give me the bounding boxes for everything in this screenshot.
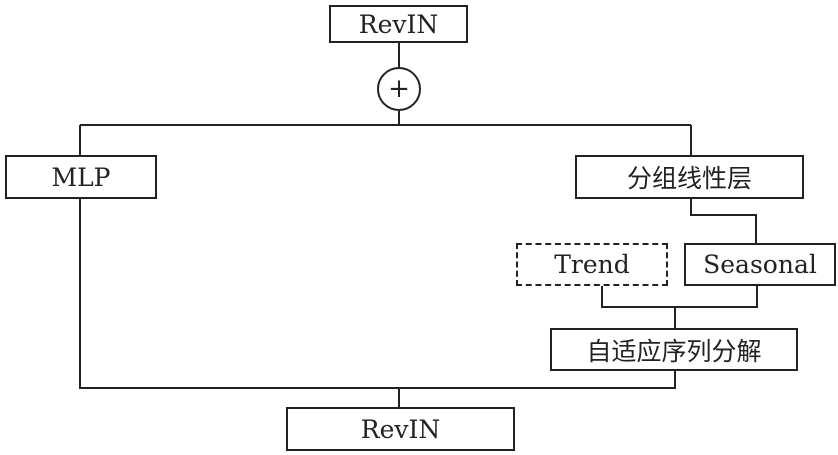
- seasonal-box: Seasonal: [684, 243, 836, 286]
- trend-box: Trend: [516, 243, 668, 286]
- edge-decomp-mlp-merge: [79, 198, 676, 407]
- revin-bottom-box: RevIN: [286, 407, 515, 451]
- edge-grouped-seasonal: [690, 198, 757, 243]
- grouped-linear-box: 分组线性层: [575, 155, 804, 199]
- revin-top-box: RevIN: [329, 5, 468, 43]
- add-icon: +: [377, 67, 421, 111]
- adaptive-decomposition-box: 自适应序列分解: [550, 328, 798, 371]
- edge-trend-seasonal-merge: [601, 285, 758, 328]
- edge-add-split: [79, 111, 692, 155]
- mlp-box: MLP: [5, 155, 157, 199]
